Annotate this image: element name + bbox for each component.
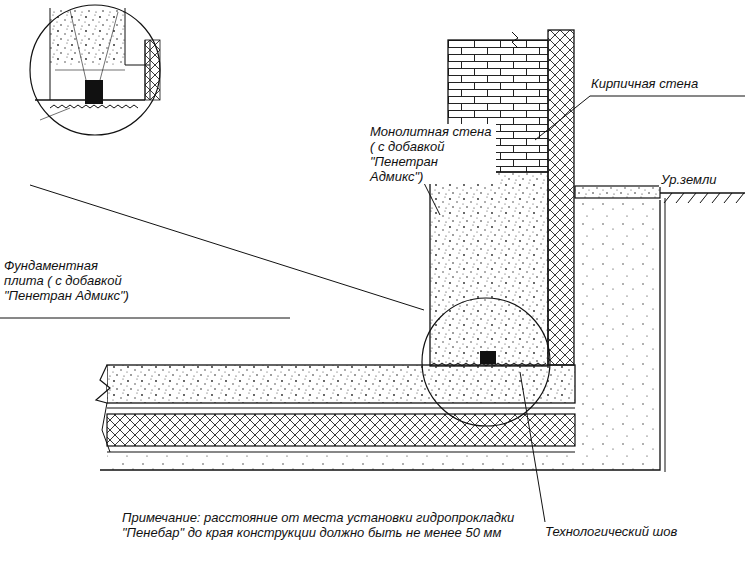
ground-level-label: Ур.земли (659, 172, 743, 187)
note-text: Примечание: расстояние от места установк… (120, 510, 524, 540)
slab-label: Фундаментная плита ( с добавкой "Пенетра… (2, 258, 132, 303)
joint-label: Технологический шов (543, 524, 743, 539)
wall-label: Монолитная стена ( с добавкой "Пенетран … (368, 124, 496, 184)
wall-label: Кирпичная стена (589, 76, 743, 91)
